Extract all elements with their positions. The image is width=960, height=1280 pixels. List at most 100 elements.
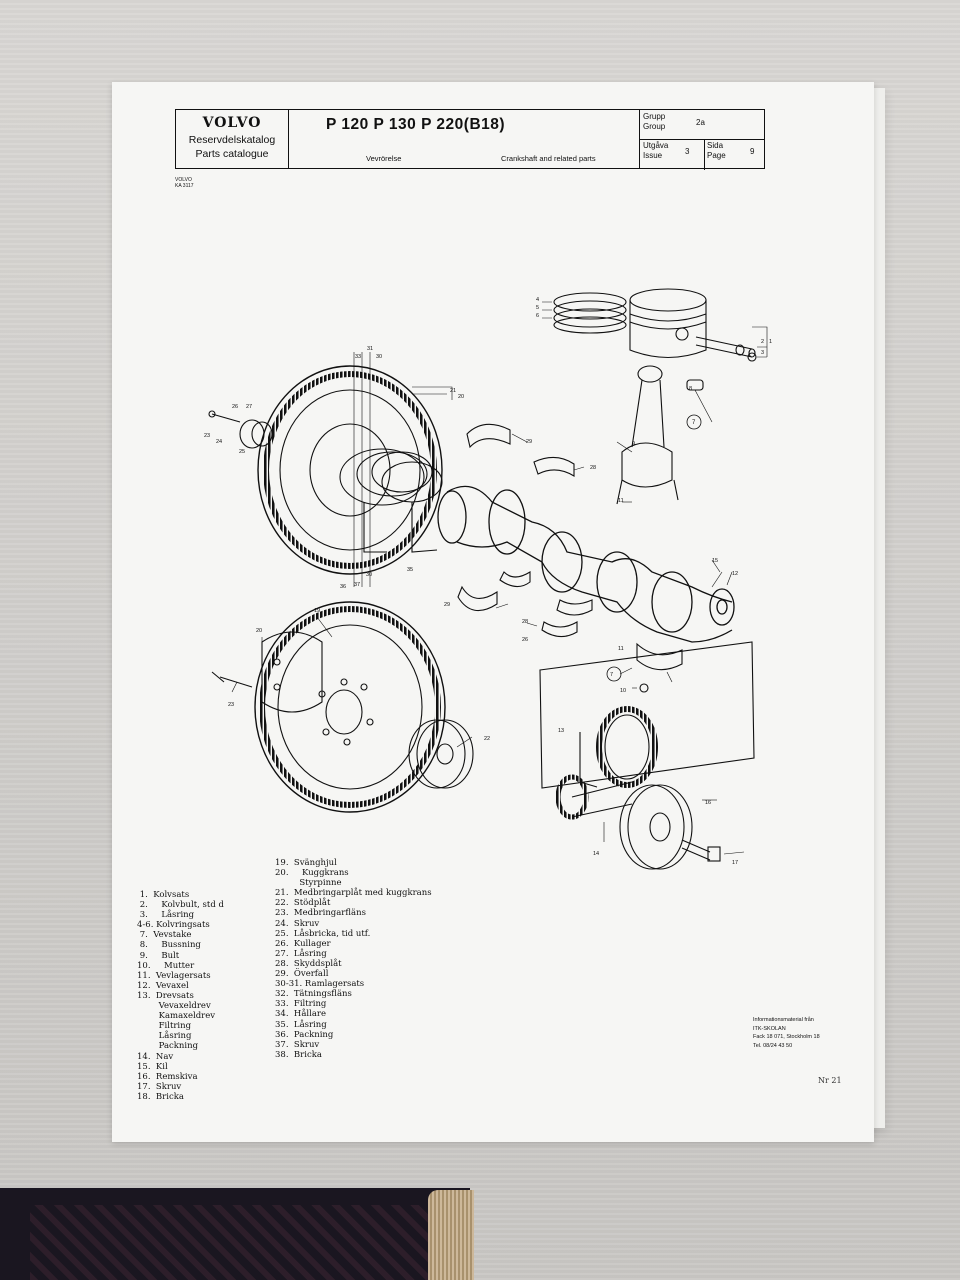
legend-row: 34. Hållare [275,1009,326,1020]
leader-lines [231,301,768,855]
meta-divider [640,139,764,140]
crankshaft [437,485,735,643]
legend-row: 3. Låsring [137,910,195,921]
callout-19: 20 [458,394,464,400]
callout-15: 15 [712,558,718,564]
legend-row: 37. Skruv [275,1039,320,1050]
bearing-cap [636,642,683,693]
catalog-title-sv: Reservdelskatalog [188,134,276,146]
callout-6: 6 [536,313,539,319]
callout-30-upper: 28 [590,465,596,471]
callout-11-lower: 11 [618,646,624,652]
svg-text:7: 7 [692,420,696,426]
page-label-sv: Sida [707,141,724,150]
callout-38: 37 [354,582,360,588]
timing-gears [555,706,658,820]
legend-row: 38. Bricka [275,1049,322,1060]
legend-row: 33. Filtring [275,999,327,1010]
legend-row: Låsring [137,1031,192,1042]
callout-14: 14 [593,851,599,857]
legend-row: 9. Bult [137,950,180,961]
publisher-line: ITK-SKOLAN [753,1025,786,1032]
legend-row: 16. Remskiva [137,1071,198,1082]
subtitle-sv: Vevrörelse [366,154,402,163]
publisher-info: Informationsmaterial från ITK-SKOLAN Fac… [753,1016,820,1050]
title-block-brand-cell [176,110,289,168]
page-value: 9 [750,147,755,156]
parts-legend-right: 19. Svänghjul 20. Kuggkrans Styrpinne 21… [275,858,432,1060]
issue-label-sv: Utgåva [643,141,669,150]
callout-31-upper: 29 [526,439,532,445]
title-block: VOLVO Reservdelskatalog Parts catalogue … [175,109,765,170]
flywheel-upper [257,365,443,575]
callout-33-lower: 30 [366,572,372,578]
legend-row: 1. Kolvsats [137,890,190,900]
callout-2: 2 [761,339,764,345]
callout-3: 3 [761,350,764,356]
exploded-view-diagram: 4 5 6 2 3 1 8 9 11 15 12 31 33 30 21 20 … [204,288,772,870]
callout-36: 35 [407,567,413,573]
legend-row: 21. Medbringarplåt med kuggkrans [275,888,432,899]
callout-27: 26 [232,404,238,410]
legend-row: 14. Nav [137,1051,174,1062]
callout-11: 11 [618,498,624,504]
callout-10: 10 [620,688,626,694]
volvo-stamp: VOLVO KA 3117 [175,177,194,189]
legend-row: 18. Bricka [137,1091,184,1102]
drive-flange [408,719,474,789]
gear-set-frame [539,641,755,789]
piston-pin [695,336,757,362]
rug-fringe [428,1190,474,1280]
legend-row: 30-31. Ramlagersats [275,979,365,990]
circled-callout-7: 7 [606,414,702,682]
legend-row: 8. Bussning [137,940,201,951]
callout-24-lower: 23 [228,702,234,708]
legend-row: 13. Drevsats [137,990,194,1001]
legend-row: 24. Skruv [275,918,320,929]
piston [629,288,707,358]
legend-row: 36. Packning [275,1029,334,1040]
rug-pattern [30,1205,430,1280]
group-label-en: Group [643,122,666,131]
issue-value: 3 [685,147,690,156]
group-value: 2a [696,118,705,127]
legend-row: Packning [137,1041,199,1052]
publisher-line: Tel. 08/24 43 50 [753,1042,793,1049]
callout-22: 20 [256,628,262,634]
callout-34: 31 [367,346,373,352]
callout-23: 22 [484,736,490,742]
callout-8: 8 [689,386,692,392]
legend-row: Vevaxeldrev [137,1001,211,1012]
callout-33: 30 [376,354,382,360]
legend-row: 25. Låsbricka, tid utf. [275,928,371,939]
publisher-line: Informationsmaterial från [753,1017,814,1023]
legend-row: 12. Vevaxel [137,980,189,991]
legend-row: Kamaxeldrev [137,1011,216,1022]
legend-row: 28. Skyddsplåt [275,958,342,969]
callout-24-upper: 23 [204,433,210,439]
catalogue-sheet: VOLVO Reservdelskatalog Parts catalogue … [112,82,874,1142]
drive-plate [254,601,446,813]
bearing-shells-lower [457,571,593,638]
callout-17: 17 [732,860,738,866]
legend-row: 22. Stödplåt [275,898,331,909]
callout-16: 16 [705,800,711,806]
callout-1: 1 [769,339,772,345]
callout-12: 12 [732,571,738,577]
callout-35: 33 [355,354,361,360]
connecting-rod [616,365,704,505]
callout-13: 13 [558,728,564,734]
legend-row: Filtring [137,1021,192,1032]
legend-row: 29. Överfall [275,969,329,980]
title-block-meta-cell: Grupp Group 2a Utgåva Issue 3 Sida Page … [639,110,764,170]
callout-21: 19 [314,608,320,614]
callout-9: 9 [632,441,635,447]
legend-row: 15. Kil [137,1061,168,1072]
callout-5: 5 [536,305,539,311]
legend-row: 19. Svänghjul [275,858,337,868]
legend-row: 7. Vevstake [137,930,192,941]
callout-26: 25 [239,449,245,455]
callout-31-lower: 29 [444,602,450,608]
parts-legend-left: 1. Kolvsats 2. Kolvbult, std d 3. Låsrin… [137,890,224,1102]
callout-numbers: 4 5 6 2 3 1 8 9 11 15 12 31 33 30 21 20 … [204,297,772,866]
